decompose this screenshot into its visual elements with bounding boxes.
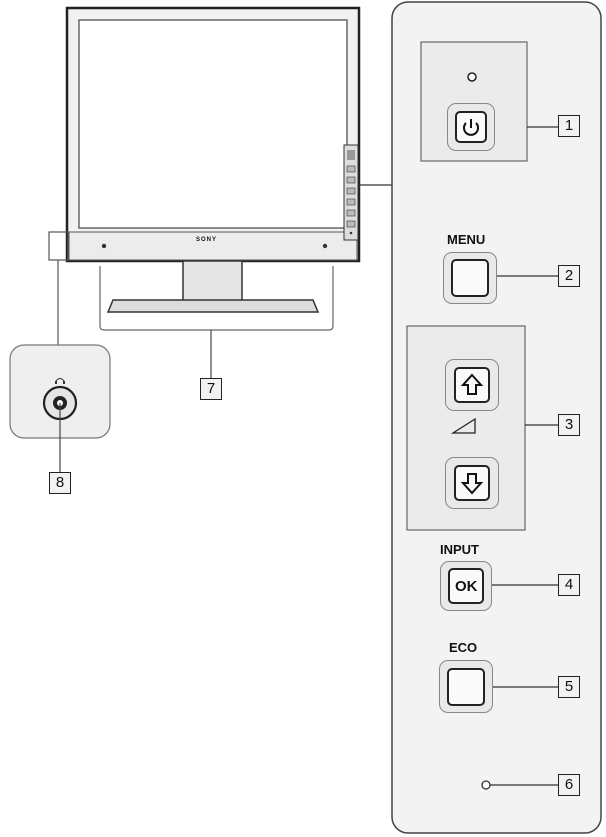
- up-button[interactable]: [445, 359, 499, 411]
- power-indicator: [467, 72, 477, 82]
- eco-label: ECO: [449, 640, 478, 655]
- monitor-front: [65, 6, 361, 263]
- down-button[interactable]: [445, 457, 499, 509]
- headphone-bracket: [48, 231, 69, 261]
- up-key[interactable]: [454, 367, 490, 403]
- input-ok-button[interactable]: OK: [440, 561, 492, 611]
- bezel-dot-right: [322, 243, 328, 249]
- eco-button[interactable]: [439, 660, 493, 713]
- callout-6: 6: [558, 774, 580, 796]
- arrow-up-icon: [460, 373, 484, 395]
- callout-4: 4: [558, 574, 580, 596]
- callout-7: 7: [200, 378, 222, 400]
- brand-logo: SONY: [196, 237, 218, 243]
- power-key[interactable]: [455, 111, 487, 143]
- monitor-stand: [106, 260, 320, 313]
- callout-8: 8: [49, 472, 71, 494]
- menu-button[interactable]: [443, 252, 497, 304]
- power-button[interactable]: [447, 103, 495, 151]
- down-key[interactable]: [454, 465, 490, 501]
- callout-1: 1: [558, 115, 580, 137]
- volume-icon: [450, 417, 476, 434]
- arrow-down-icon: [460, 473, 484, 495]
- callout-3: 3: [558, 414, 580, 436]
- ok-text: OK: [455, 578, 478, 595]
- callout-5: 5: [558, 676, 580, 698]
- power-icon: [463, 119, 479, 136]
- menu-key[interactable]: [451, 259, 489, 297]
- input-label: INPUT: [440, 542, 479, 557]
- bezel-dot-left: [101, 243, 107, 249]
- stand-bracket: [99, 266, 334, 331]
- menu-label: MENU: [447, 232, 486, 247]
- eco-key[interactable]: [447, 668, 485, 706]
- ok-key[interactable]: OK: [448, 568, 484, 604]
- callout-2: 2: [558, 265, 580, 287]
- eco-indicator: [481, 780, 491, 790]
